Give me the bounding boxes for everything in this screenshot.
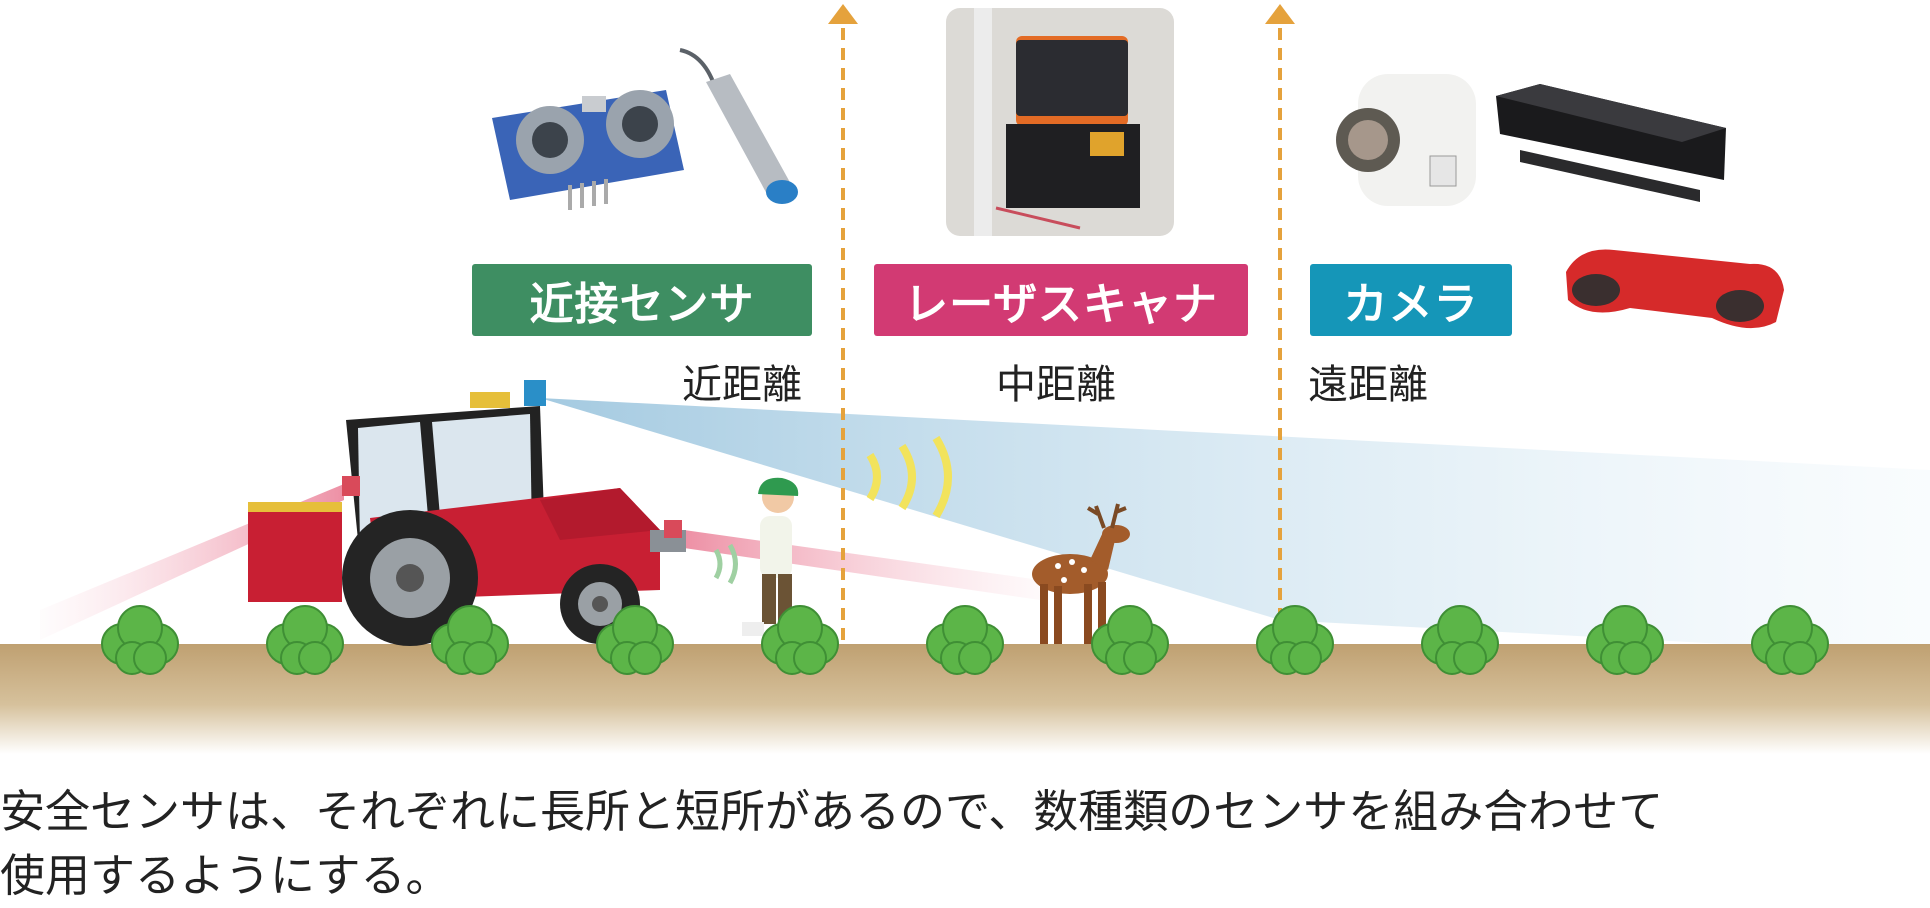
depth-camera-icon — [1496, 84, 1726, 202]
plant-row — [101, 605, 1829, 675]
plant-icon — [1091, 605, 1169, 675]
plant-icon — [596, 605, 674, 675]
far-range-boundary-arrow — [1265, 4, 1295, 640]
laser-scan-field — [540, 398, 1930, 655]
plant-icon — [101, 605, 179, 675]
ultrasonic-sensor-icon — [492, 90, 684, 210]
caption: 安全センサは、それぞれに長所と短所があるので、数種類のセンサを組み合わせて 使用… — [0, 780, 1930, 908]
plant-icon — [1586, 605, 1664, 675]
plant-icon — [266, 605, 344, 675]
deer-icon — [1032, 503, 1130, 644]
proximity-sensor-badge: 近接センサ — [472, 264, 812, 336]
proximity-range-label: 近距離 — [682, 362, 802, 408]
inductive-sensor-icon — [679, 48, 798, 204]
lidar-icon — [946, 8, 1174, 236]
caption-line-1: 安全センサは、それぞれに長所と短所があるので、数種類のセンサを組み合わせて — [0, 785, 1664, 838]
camera-badge: カメラ — [1310, 264, 1512, 336]
plant-icon — [1751, 605, 1829, 675]
ultrasonic-wave-icon — [866, 435, 952, 519]
worker-icon — [742, 477, 800, 636]
360-camera-icon — [1336, 74, 1476, 206]
stereo-camera-icon — [1566, 249, 1784, 329]
plant-icon — [1421, 605, 1499, 675]
caption-line-2: 使用するようにする。 — [0, 849, 451, 902]
laser-scanner-badge: レーザスキャナ — [874, 264, 1248, 336]
laser-range-label: 中距離 — [996, 362, 1116, 408]
mid-range-boundary-arrow — [828, 4, 858, 640]
plant-icon — [431, 605, 509, 675]
tractor-icon — [248, 380, 686, 646]
plant-icon — [761, 605, 839, 675]
plant-icon — [1256, 605, 1334, 675]
plant-icon — [926, 605, 1004, 675]
camera-range-label: 遠距離 — [1308, 362, 1428, 408]
front-sensor-wave-icon — [713, 543, 738, 585]
